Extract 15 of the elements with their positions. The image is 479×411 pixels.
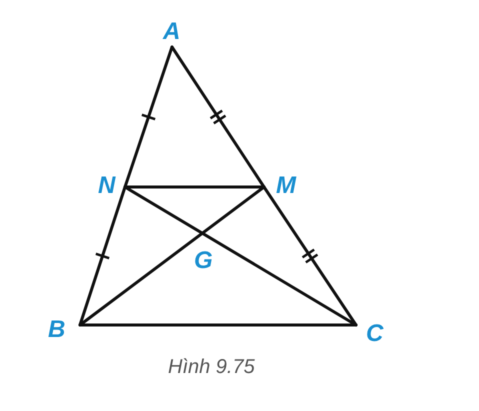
- point-label: C: [366, 322, 384, 346]
- point-label: A: [163, 20, 180, 44]
- line-segment: [124, 186, 358, 326]
- point-label: B: [48, 318, 66, 342]
- line-segment: [78, 186, 266, 326]
- line-segment: [170, 46, 266, 188]
- line-segment: [78, 324, 358, 326]
- figure-caption: Hình 9.75: [168, 356, 255, 378]
- line-segment: [78, 186, 126, 326]
- line-segment: [262, 186, 358, 326]
- line-segment: [124, 186, 266, 188]
- line-segment: [124, 46, 174, 188]
- point-label: M: [276, 174, 296, 198]
- point-label: N: [98, 174, 116, 198]
- point-label: G: [194, 249, 213, 273]
